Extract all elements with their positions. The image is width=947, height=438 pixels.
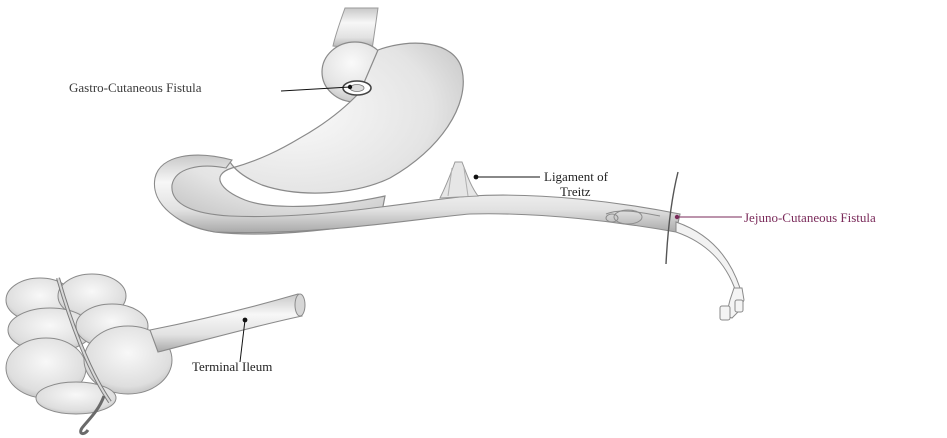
terminal-ileum-label: Terminal Ileum [192, 359, 272, 374]
jejuno-cutaneous-fistula-label: Jejuno-Cutaneous Fistula [744, 210, 876, 225]
colon [6, 274, 172, 414]
jejuno-leader-dot [675, 215, 679, 219]
ligament-of-treitz-label-line1: Ligament of [544, 169, 609, 184]
ileum-leader-dot [243, 318, 248, 323]
terminal-ileum-tube [150, 294, 302, 352]
gastro-leader-dot [348, 85, 352, 89]
ligament-of-treitz [440, 162, 478, 198]
jejunal-catheter-external [676, 222, 740, 292]
gastro-cutaneous-fistula-label: Gastro-Cutaneous Fistula [69, 80, 202, 95]
ligament-of-treitz-label-line2: Treitz [560, 184, 591, 199]
treitz-leader-dot [474, 175, 479, 180]
